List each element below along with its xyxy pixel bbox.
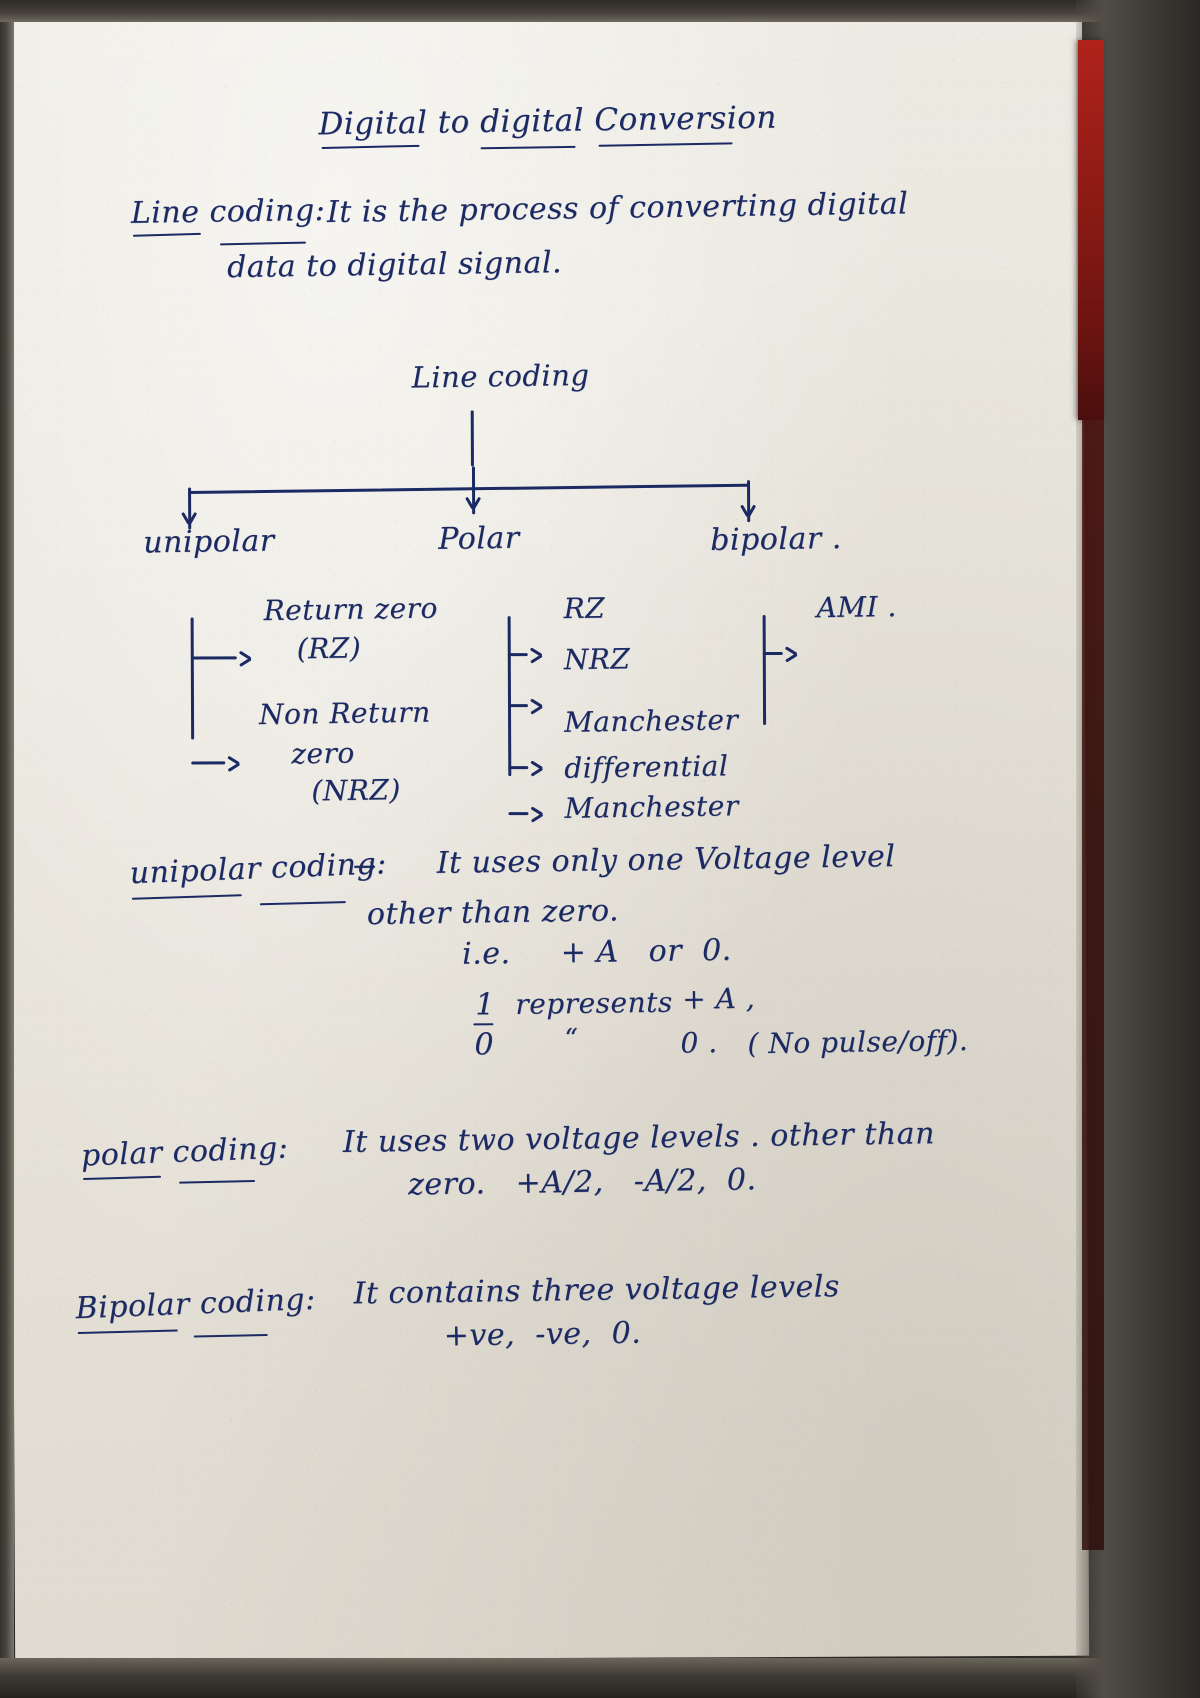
photo-top-edge <box>0 0 1200 22</box>
section-polar-underline-word1 <box>83 1175 162 1181</box>
polar-child-rail <box>507 616 511 777</box>
bit-row-2-bit: 0 <box>474 1027 495 1063</box>
bipolar-child-rail <box>762 615 766 726</box>
bipolar-child-1-label: AMI . <box>816 590 898 625</box>
section-unipolar-underline-word2 <box>259 901 346 906</box>
section-polar-line-1: It uses two voltage levels . other than <box>342 1116 936 1160</box>
bit-row-2-note: ( No pulse/off). <box>747 1024 969 1061</box>
title-underline-digital-1 <box>321 144 420 149</box>
section-unipolar-line-2: other than zero. <box>366 893 620 933</box>
unipolar-child-1-line1: Return zero <box>263 591 439 628</box>
section-unipolar-heading: unipolar coding: <box>129 846 388 892</box>
photo-left-edge <box>0 0 14 1698</box>
section-polar-line-2: zero. +A/2, -A/2, 0. <box>407 1162 757 1203</box>
definition-line-1: It is the process of converting digital <box>326 186 909 230</box>
book-binding-shadow <box>1082 420 1104 1550</box>
bipolar-child-tick-1 <box>762 651 783 655</box>
unipolar-child-1-line2: (RZ) <box>296 631 362 666</box>
polar-child-4-line1: differential <box>564 749 729 785</box>
section-bipolar-line-2: +ve, -ve, 0. <box>443 1315 642 1354</box>
unipolar-child-2-line2: zero <box>290 736 356 771</box>
title-underline-conversion <box>598 142 733 147</box>
diagram-root-stem <box>470 410 474 467</box>
section-bipolar-underline-word1 <box>77 1329 178 1335</box>
section-unipolar-arrow: → <box>352 849 377 883</box>
section-bipolar-heading: Bipolar coding: <box>74 1281 317 1327</box>
diagram-branch-label-polar: Polar <box>438 520 520 557</box>
definition-line-2: data to digital signal. <box>226 245 563 286</box>
definition-term-underline-coding <box>219 241 306 246</box>
section-polar-heading: polar coding: <box>80 1130 289 1174</box>
polar-child-2-label: NRZ <box>563 642 631 677</box>
section-polar-underline-word2 <box>179 1179 256 1184</box>
bit-row-1-verb: represents <box>515 985 673 1021</box>
diagram-horizontal-connector <box>188 483 749 494</box>
polar-child-1-label: RZ <box>563 591 606 626</box>
definition-term: Line coding: <box>130 192 326 231</box>
section-unipolar-line-1: It uses only one Voltage level <box>436 839 896 881</box>
section-bipolar-line-1: It contains three voltage levels <box>353 1269 841 1312</box>
unipolar-child-tick-2 <box>191 761 226 765</box>
definition-term-underline-line <box>132 232 201 237</box>
section-bipolar-underline-word2 <box>193 1333 268 1338</box>
diagram-root-label: Line coding <box>411 357 590 395</box>
bit-row-1-bit-underline <box>473 1023 494 1026</box>
section-unipolar-line-3: i.e. + A or 0. <box>461 932 732 972</box>
unipolar-child-tick-1 <box>190 656 237 660</box>
diagram-branch-label-unipolar: unipolar <box>143 523 275 561</box>
polar-child-tick-3 <box>508 766 529 769</box>
unipolar-child-2-line1: Non Return <box>258 695 431 732</box>
bit-row-2-value: 0 . <box>680 1026 718 1060</box>
section-unipolar-underline-word1 <box>131 894 242 900</box>
bit-row-2-verb: “ <box>564 1023 579 1054</box>
polar-child-tick-2 <box>507 704 529 707</box>
paper-sheet: Digital to digital Conversion Line codin… <box>8 15 1090 1661</box>
polar-child-tick-4 <box>508 812 529 815</box>
page-title: Digital to digital Conversion <box>318 99 778 143</box>
bit-row-1-value: + A , <box>682 981 756 1016</box>
photo-bottom-edge <box>0 1658 1200 1698</box>
red-book-binding <box>1078 40 1104 420</box>
bit-row-1-bit: 1 <box>475 987 495 1023</box>
unipolar-child-2-line3: (NRZ) <box>311 773 401 808</box>
polar-child-3-label: Manchester <box>563 703 739 739</box>
unipolar-child-rail <box>190 617 194 740</box>
diagram-branch-label-bipolar: bipolar . <box>710 521 842 558</box>
title-underline-digital-2 <box>480 145 576 150</box>
polar-child-tick-1 <box>507 653 528 656</box>
polar-child-4-line2: Manchester <box>564 789 739 825</box>
